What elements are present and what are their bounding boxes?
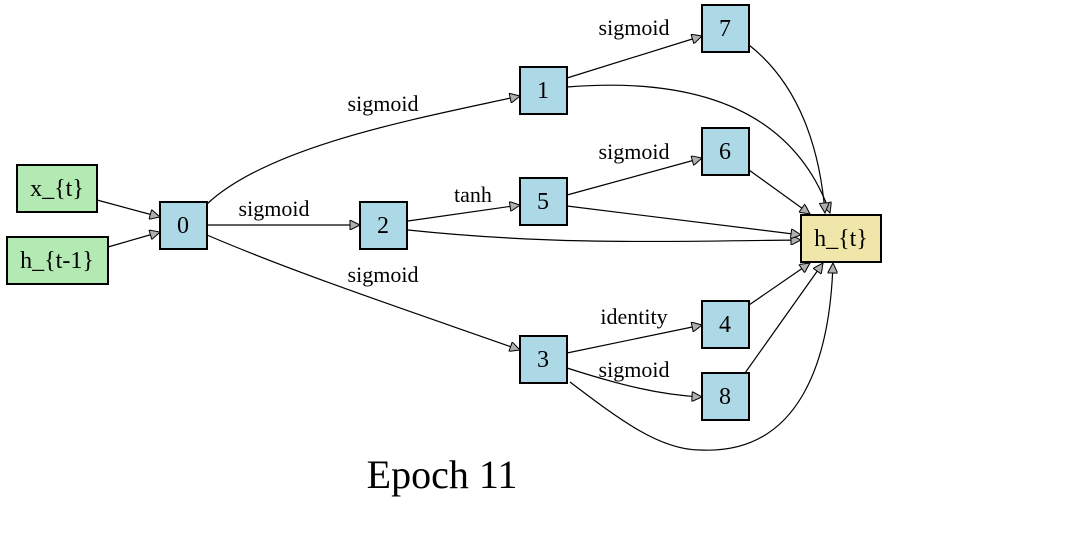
edge-label-0-3: sigmoid	[348, 262, 419, 287]
node-label: 6	[719, 139, 731, 165]
node-0: 0	[159, 201, 208, 250]
edge-3-to-ht	[569, 263, 833, 451]
edge-0-to-3	[206, 234, 520, 350]
node-label: 1	[537, 78, 549, 104]
edge-label-0-1: sigmoid	[348, 91, 419, 116]
node-2: 2	[359, 201, 408, 250]
edge-8-to-ht	[744, 263, 823, 374]
edge-1-to-ht	[566, 84, 830, 213]
node-label: h_{t}	[814, 226, 868, 252]
node-6: 6	[701, 127, 750, 176]
node-label: x_{t}	[30, 176, 84, 202]
node-label: 4	[719, 312, 731, 338]
edge-xt-to-0	[96, 199, 160, 217]
node-3: 3	[519, 335, 568, 384]
nodes: x_{t} h_{t-1} 0 1 2 3 4 5	[6, 4, 882, 421]
edge-1-to-7	[566, 36, 702, 79]
edge-5-to-6	[566, 158, 702, 196]
node-8: 8	[701, 372, 750, 421]
edge-4-to-ht	[748, 263, 810, 306]
node-5: 5	[519, 177, 568, 226]
node-7: 7	[701, 4, 750, 53]
node-h-prev: h_{t-1}	[6, 236, 109, 285]
edge-0-to-1	[206, 96, 520, 205]
node-label: h_{t-1}	[20, 248, 94, 274]
edge-hprev-to-0	[107, 232, 160, 248]
epoch-caption: Epoch 11	[367, 452, 518, 497]
edge-3-to-8	[566, 367, 702, 397]
node-4: 4	[701, 300, 750, 349]
node-label: 0	[177, 213, 189, 239]
edge-3-to-4	[566, 325, 702, 354]
edge-label-3-4: identity	[600, 304, 667, 329]
node-label: 5	[537, 189, 549, 215]
node-label: 8	[719, 384, 731, 410]
node-label: 3	[537, 347, 549, 373]
edge-label-1-7: sigmoid	[599, 15, 670, 40]
edge-label-0-2: sigmoid	[239, 196, 310, 221]
edge-7-to-ht	[748, 44, 825, 213]
edges	[96, 36, 833, 451]
node-x-t: x_{t}	[16, 164, 98, 213]
edge-labels: sigmoid sigmoid sigmoid sigmoid tanh sig…	[239, 15, 670, 382]
node-1: 1	[519, 66, 568, 115]
edge-6-to-ht	[748, 169, 810, 214]
edge-5-to-ht	[566, 205, 801, 235]
node-label: 2	[377, 213, 389, 239]
edge-label-3-8: sigmoid	[599, 357, 670, 382]
edge-2-to-ht	[407, 229, 801, 242]
edge-label-2-5: tanh	[454, 182, 492, 207]
edge-2-to-5	[407, 205, 520, 222]
node-h-t: h_{t}	[800, 214, 882, 263]
edge-label-5-6: sigmoid	[599, 139, 670, 164]
node-label: 7	[719, 16, 731, 42]
